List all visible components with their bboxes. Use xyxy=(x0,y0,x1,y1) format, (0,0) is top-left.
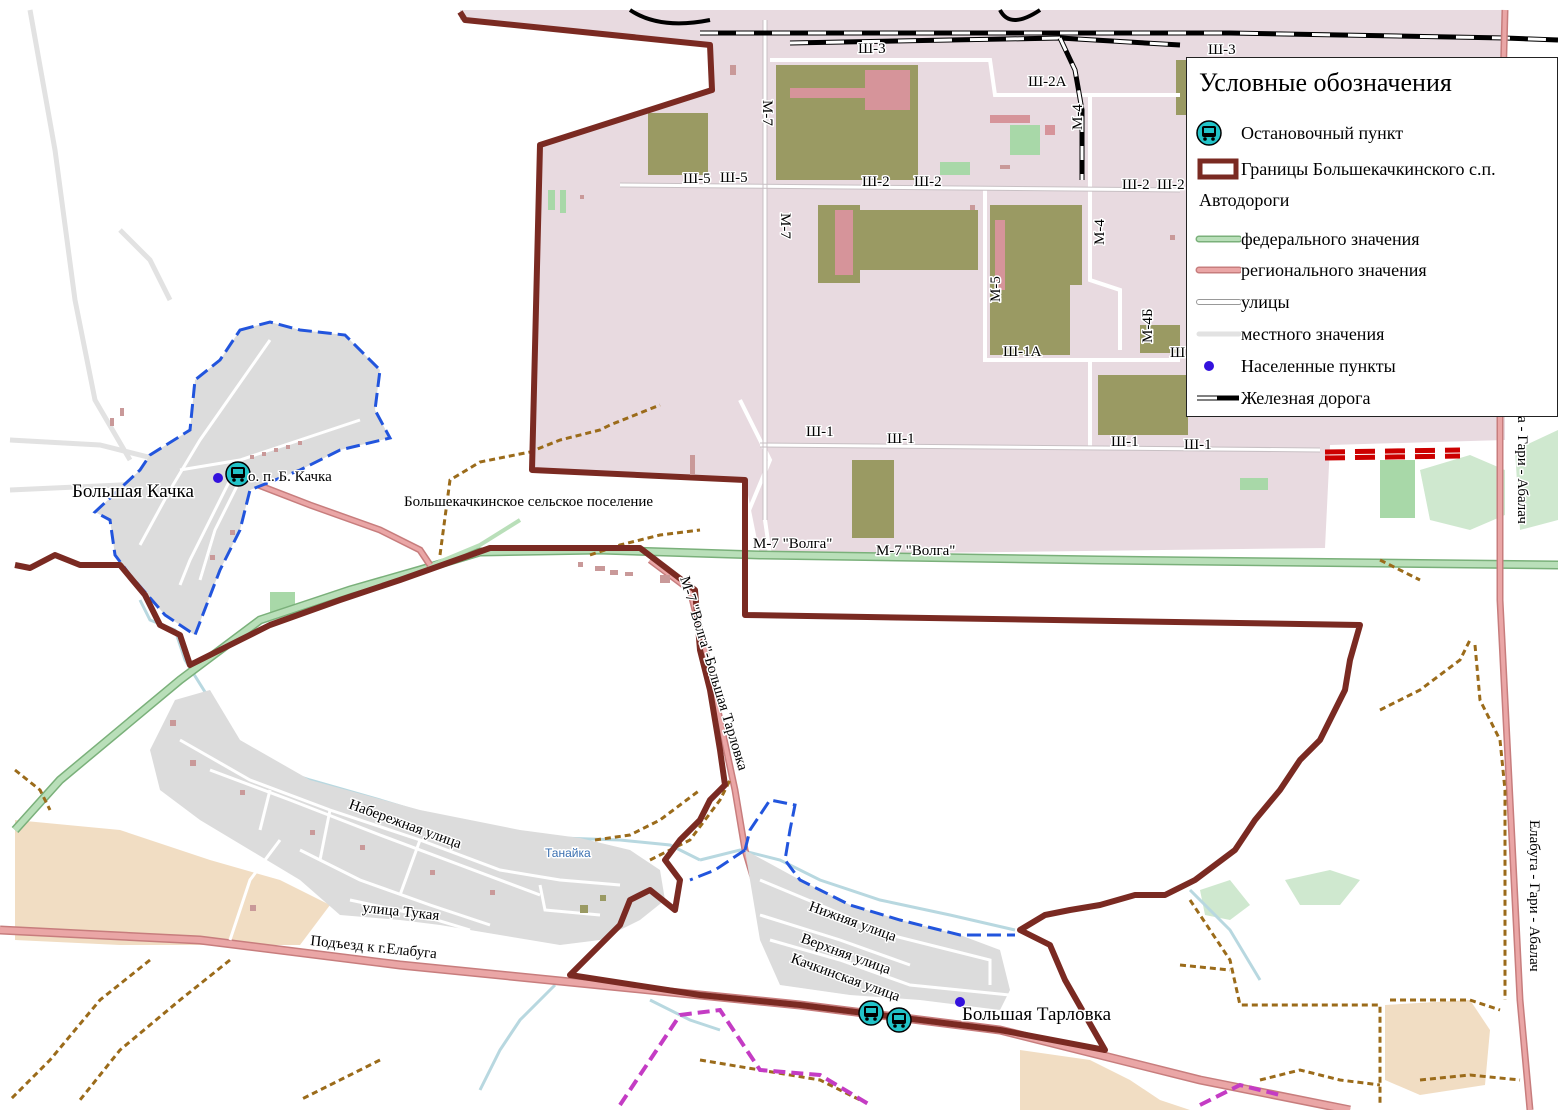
legend-row-local: местного значения xyxy=(1195,320,1384,348)
regional-road-symbol-icon xyxy=(1195,266,1241,274)
legend-label: федерального значения xyxy=(1241,228,1420,249)
legend-row-streets: улицы xyxy=(1195,288,1290,316)
road-label: М-7 "Волга" xyxy=(753,536,832,552)
rural-settlement-label: Большекачкинское сельское поселение xyxy=(404,494,653,510)
legend-label: Остановочный пункт xyxy=(1241,122,1404,143)
road-label: Ш-5 xyxy=(683,171,711,187)
settlement-west-village xyxy=(150,690,665,945)
legend-row-federal: федерального значения xyxy=(1195,225,1420,253)
road-label: Ш-2А xyxy=(1028,74,1067,90)
settlement-boundary xyxy=(14,10,1363,1053)
bus-stop-icon xyxy=(1196,120,1222,146)
railway xyxy=(628,8,1558,461)
river-label: Танайка xyxy=(545,846,591,860)
legend-label: Населенные пункты xyxy=(1241,355,1396,376)
legend-label: местного значения xyxy=(1241,323,1385,344)
settlement-dot-kachka xyxy=(213,473,223,483)
district-border xyxy=(618,1007,1281,1107)
road-label: Ш-2 xyxy=(862,174,890,190)
legend-label: Железная дорога xyxy=(1241,387,1371,408)
road-label: М-4Б xyxy=(1140,309,1156,343)
settlement-bolshaya-tarlovka xyxy=(689,798,1061,1010)
road-label: М-7 "Волга" xyxy=(876,543,955,559)
legend-row-boundary: Границы Большекачкинского с.п. xyxy=(1195,155,1496,183)
industrial-buildings-red xyxy=(790,70,1055,290)
road-label: Ш-3 xyxy=(1208,42,1236,58)
boundary-symbol-icon xyxy=(1197,158,1239,180)
legend-panel: Условные обозначения Остановочный пункт … xyxy=(1186,57,1558,417)
road-label: Ш-1А xyxy=(1003,344,1042,360)
legend-label: улицы xyxy=(1241,291,1290,312)
bus-stop-label: о. п. Б. Качка xyxy=(248,469,332,485)
settlement-label-tarlovka: Большая Тарловка xyxy=(962,1004,1112,1025)
road-label: Ш xyxy=(1170,345,1185,361)
road-label: М-7 "Волга"-Большая Тарловка xyxy=(676,574,750,772)
road-label: М-5 xyxy=(988,276,1004,302)
settlement-label-kachka: Большая Качка xyxy=(72,481,194,502)
legend-label: Границы Большекачкинского с.п. xyxy=(1241,158,1496,179)
bus-stop-icon[interactable] xyxy=(858,1000,884,1026)
road-label: Ш-2 xyxy=(1157,177,1185,193)
road-label: Ш-3 xyxy=(858,41,886,57)
industrial-buildings xyxy=(648,60,1192,538)
road-label: га - Гари - Абалач xyxy=(1514,410,1530,524)
settlement-dot-icon xyxy=(1204,361,1214,371)
industrial-street-outlines xyxy=(619,20,1321,520)
road-label: Ш-1 xyxy=(806,424,834,440)
dirt-tracks xyxy=(8,403,1521,1105)
road-label: Ш-2 xyxy=(914,174,942,190)
place-labels: Большая Качка о. п. Б. Качка Большая Тар… xyxy=(71,468,1114,1027)
green-areas xyxy=(270,125,1558,920)
bus-stop-icon[interactable] xyxy=(886,1007,912,1033)
legend-row-railway: Железная дорога xyxy=(1195,384,1370,412)
road-label: Елабуга - Гари - Абалач xyxy=(1526,820,1542,972)
federal-road-symbol-icon xyxy=(1195,235,1241,243)
small-buildings xyxy=(578,65,1175,583)
road-label: М-7 xyxy=(777,213,793,239)
legend-title: Условные обозначения xyxy=(1199,68,1452,97)
bus-stop-icon[interactable] xyxy=(225,461,251,487)
road-label: Ш-2 xyxy=(1122,177,1150,193)
road-label: М-4 xyxy=(1092,219,1108,245)
road-label: Ш-1 xyxy=(1111,434,1139,450)
sand-areas xyxy=(15,820,1490,1110)
street-symbol-icon xyxy=(1196,299,1241,305)
road-label: Ш-5 xyxy=(720,170,748,186)
legend-row-settlements: Населенные пункты xyxy=(1195,352,1396,380)
settlement-dot-tarlovka xyxy=(955,997,965,1007)
local-road-symbol-icon xyxy=(1196,331,1241,337)
legend-row-bus-stop: Остановочный пункт xyxy=(1195,119,1403,147)
legend-label: регионального значения xyxy=(1241,259,1427,280)
road-label: М-4 xyxy=(1070,104,1086,130)
road-label: Ш-1 xyxy=(1184,437,1212,453)
road-label: М-7 xyxy=(759,100,775,126)
road-label: Ш-1 xyxy=(887,431,915,447)
legend-row-regional: регионального значения xyxy=(1195,256,1427,284)
railway-symbol-icon xyxy=(1197,395,1239,401)
legend-roads-header: Автодороги xyxy=(1199,190,1290,210)
